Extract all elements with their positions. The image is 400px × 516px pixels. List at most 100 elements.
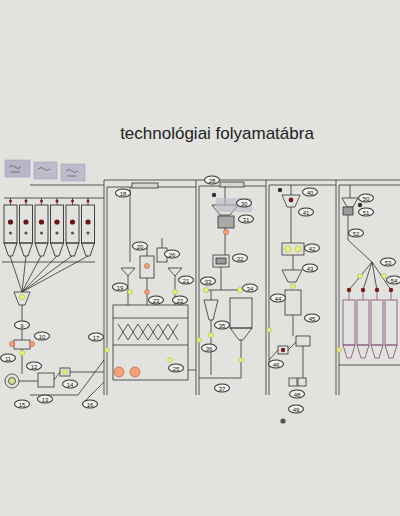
column-one-lines	[4, 198, 104, 199]
callout-number: 54	[386, 276, 400, 285]
callout-number: 35	[214, 321, 230, 330]
column-five-lines	[343, 207, 353, 215]
status-dot	[267, 188, 302, 424]
transport-pipe	[199, 186, 200, 395]
silo-row	[66, 198, 79, 256]
column-one-lines	[5, 374, 19, 388]
status-dot	[128, 290, 133, 295]
silo-row	[82, 198, 95, 256]
column-three-lines	[213, 255, 229, 267]
callout-number: 28	[204, 176, 220, 185]
column-one-lines	[14, 292, 30, 305]
callout-text: 20	[137, 243, 144, 249]
sticky-note	[5, 160, 85, 181]
callout-number: 42	[304, 244, 320, 253]
column-four-lines	[269, 350, 278, 360]
column-five-lines	[349, 262, 372, 290]
transport-pipe	[107, 187, 108, 395]
status-dot	[285, 246, 291, 252]
callout-number: 9	[14, 321, 30, 330]
callout-text: 37	[219, 385, 226, 391]
callout-text: 32	[237, 255, 244, 261]
callout-number: 36	[201, 344, 217, 353]
callout-number: 41	[298, 208, 314, 217]
column-one-lines	[22, 256, 88, 292]
callout-text: 53	[385, 259, 392, 265]
column-three-lines	[211, 290, 212, 300]
callout-number: 12	[26, 362, 42, 371]
callout-number: 10	[34, 332, 50, 341]
callout-text: 43	[307, 265, 314, 271]
column-five-lines	[350, 185, 351, 198]
silo-row	[343, 290, 355, 358]
status-dot	[130, 367, 140, 377]
status-dot	[105, 263, 178, 377]
column-four-lines	[282, 195, 300, 207]
silo-row	[371, 290, 383, 358]
status-dot	[337, 203, 394, 353]
column-four-lines	[289, 378, 297, 386]
column-one-lines	[22, 256, 72, 292]
status-dot	[337, 348, 342, 353]
column-one-lines	[60, 368, 70, 376]
column-five-lines	[339, 365, 400, 366]
callout-text: 10	[39, 333, 46, 339]
column-five-lines	[348, 215, 349, 240]
callout-number: 18	[115, 189, 131, 198]
callout-number: 20	[132, 242, 148, 251]
column-three-lines	[220, 182, 244, 187]
callout-number: 19	[112, 283, 128, 292]
status-dot	[361, 288, 365, 292]
column-three-lines	[230, 298, 252, 328]
status-dot	[10, 379, 14, 383]
callout-number: 31	[238, 215, 254, 224]
column-one-lines	[70, 372, 104, 373]
column-three-lines	[216, 258, 226, 264]
status-dot	[9, 341, 14, 346]
column-one-lines	[22, 256, 26, 292]
callout-text: 23	[153, 297, 160, 303]
callout-number: 33	[200, 277, 216, 286]
callout-text: 17	[93, 334, 100, 340]
status-dot	[358, 203, 362, 207]
column-four-lines	[296, 336, 310, 346]
column-three-lines	[216, 198, 252, 212]
status-dot	[347, 288, 351, 292]
column-two-lines	[188, 370, 196, 371]
callout-number: 44	[270, 294, 286, 303]
column-four-lines	[285, 290, 301, 315]
callout-number: 40	[302, 188, 318, 197]
silo-row	[20, 198, 33, 256]
silo-row	[385, 290, 397, 358]
status-dot	[239, 358, 244, 363]
transport-pipe	[196, 180, 197, 395]
silo-row	[4, 198, 17, 256]
column-one-lines	[78, 360, 104, 395]
callout-text: 48	[294, 391, 301, 397]
silo-row	[51, 198, 64, 256]
callout-number: 52	[348, 229, 364, 238]
sticky-note	[34, 162, 57, 179]
callout-text: 9	[20, 322, 23, 328]
callout-number: 46	[268, 360, 284, 369]
callout-text: 34	[247, 285, 254, 291]
column-four-lines	[278, 346, 288, 354]
column-one-lines	[30, 395, 78, 396]
silo-row	[4, 198, 95, 256]
column-one-lines	[2, 185, 104, 404]
diagram-title: technológiai folyamatábra	[0, 124, 400, 144]
callout-number: 50	[358, 194, 374, 203]
column-two-lines	[132, 183, 158, 188]
column-two-lines	[147, 248, 148, 256]
callout-number: 26	[164, 250, 180, 259]
callout-number: 48	[289, 390, 305, 399]
callout-number: 22	[172, 296, 188, 305]
callout-text: 46	[273, 361, 280, 367]
status-dot	[223, 229, 228, 234]
status-dot	[197, 338, 202, 343]
callout-text: 28	[209, 177, 216, 183]
column-two-lines	[113, 318, 188, 319]
status-dot	[105, 348, 110, 353]
column-one-lines	[30, 185, 104, 186]
